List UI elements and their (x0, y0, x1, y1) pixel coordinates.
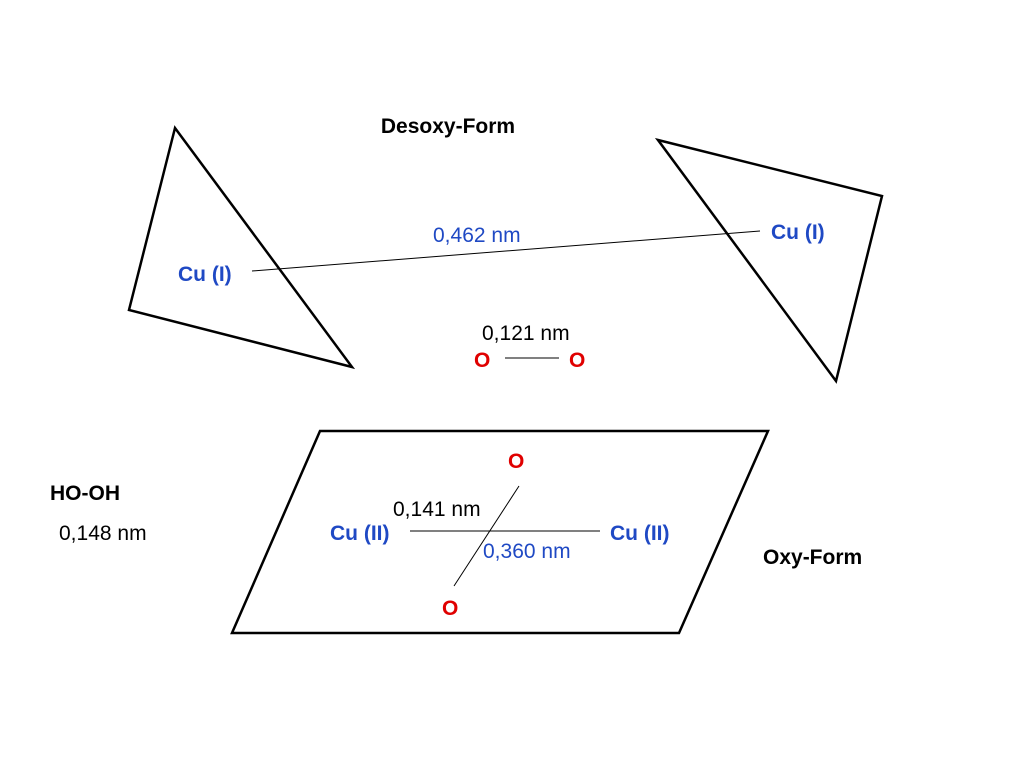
oxy-cu-ii-right-label: Cu (II) (610, 522, 669, 545)
cu-i-left-label: Cu (I) (178, 263, 232, 286)
oxy-cu-cu-distance-label: 0,360 nm (483, 540, 571, 563)
left-triangle (127, 125, 356, 370)
oxy-o-o-distance-label: 0,141 nm (393, 498, 481, 521)
right-triangle (654, 137, 884, 384)
o2-right-atom: O (569, 349, 585, 372)
o2-left-atom: O (474, 349, 490, 372)
peroxide-title: HO-OH (50, 482, 120, 505)
oxy-title: Oxy-Form (763, 546, 862, 569)
desoxy-title: Desoxy-Form (381, 115, 515, 138)
peroxide-reference: HO-OH 0,148 nm (50, 482, 147, 545)
peroxide-distance-label: 0,148 nm (59, 522, 147, 545)
oxy-o-bottom-atom: O (442, 597, 458, 620)
oxy-cu-ii-left-label: Cu (II) (330, 522, 389, 545)
cu-cu-distance-line (251, 230, 761, 272)
desoxy-form: Desoxy-Form Cu (I) Cu (I) 0,462 nm 0,121… (127, 115, 884, 384)
cu-cu-distance-label: 0,462 nm (433, 224, 521, 247)
oxy-o-o-bond-line (453, 485, 520, 587)
o2-distance-label: 0,121 nm (482, 322, 570, 345)
cu-i-right-label: Cu (I) (771, 221, 825, 244)
oxy-o-top-atom: O (508, 450, 524, 473)
oxy-parallelogram (230, 429, 770, 635)
oxy-form: O O Cu (II) Cu (II) 0,141 nm 0,360 nm Ox… (230, 429, 862, 635)
